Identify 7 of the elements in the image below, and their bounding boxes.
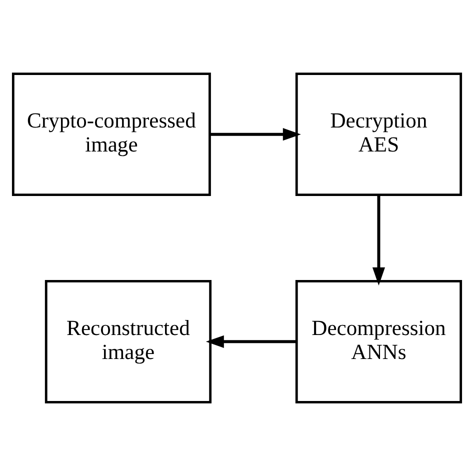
arrow (206, 334, 297, 348)
node-box: Decryption AES (295, 72, 462, 196)
node-box: Reconstructed image (44, 279, 212, 403)
node-box: Decompression ANNs (295, 279, 462, 403)
arrow (210, 128, 301, 140)
node-box: Crypto-compressed image (12, 72, 211, 196)
arrow (372, 194, 386, 285)
